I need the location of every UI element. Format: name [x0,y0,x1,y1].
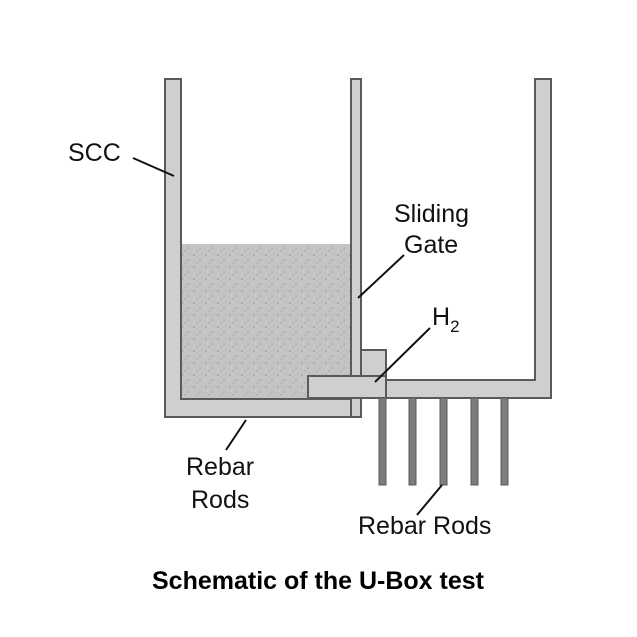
diagram-caption: Schematic of the U-Box test [152,567,485,595]
h2-leader-line [374,327,431,383]
rebar-rod [470,397,479,486]
h2-label-subscript: 2 [450,317,459,336]
rebar-bottom-leader-line [416,484,443,516]
scc-label: SCC [68,139,121,167]
rebar-bottom-label: Rebar Rods [358,512,491,540]
rebar-left-label-line2: Rods [191,486,249,514]
h2-label: H2 [432,303,460,336]
rebar-left-leader-line [225,419,247,451]
sliding-gate-label-line1: Sliding [394,200,469,228]
rebar-rod [378,397,387,486]
scc-concrete-fill [182,244,350,398]
rebar-rods [378,397,509,486]
h2-label-base: H [432,303,450,331]
rebar-rod [500,397,509,486]
scc-leader-line [132,157,175,177]
sliding-gate-leader-line [357,254,405,299]
sliding-gate-label-line2: Gate [404,231,458,259]
rebar-rod [439,397,448,486]
rebar-left-label-line1: Rebar [186,453,254,481]
center-divider-wall [350,78,362,418]
rebar-rod [408,397,417,486]
connecting-channel [307,375,387,399]
